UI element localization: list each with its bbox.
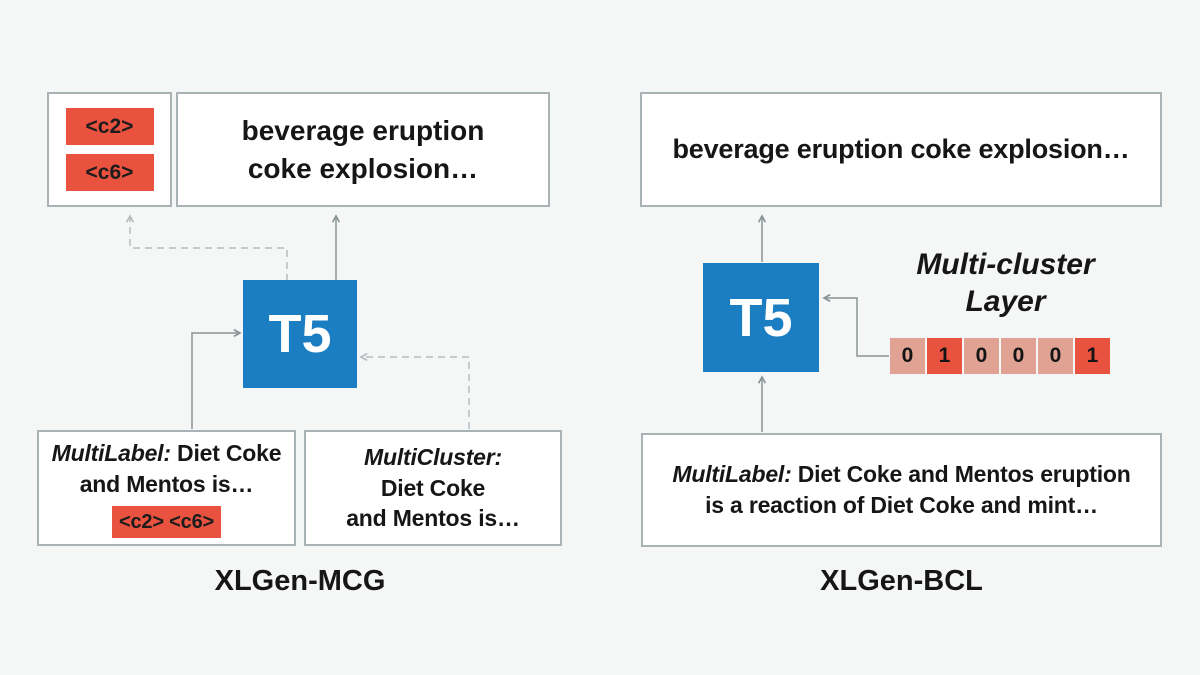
multilabel-input-box-right: MultiLabel: Diet Coke and Mentos eruptio…	[641, 433, 1162, 547]
multilabel-input-box-left: MultiLabel: Diet Coke and Mentos is… <c2…	[37, 430, 296, 546]
multicluster-input-line2: Diet Coke	[380, 474, 486, 501]
t5-label-left: T5	[268, 304, 332, 364]
text-output-box-left: beverage eruption coke explosion…	[176, 92, 550, 207]
text-output-right: beverage eruption coke explosion…	[672, 134, 1130, 164]
multilabel-prefix: MultiLabel:	[51, 439, 171, 466]
vector-cell-0: 0	[890, 338, 925, 374]
cluster-token-c6: <c6>	[65, 154, 154, 191]
arrow-t5-to-cluster-output-dashed	[130, 216, 288, 281]
t5-block-right: T5	[703, 263, 819, 372]
input-cluster-tags: <c2> <c6>	[112, 506, 221, 539]
text-output-left: beverage eruption coke explosion…	[241, 114, 485, 184]
multi-cluster-layer-label: Multi-cluster Layer	[916, 248, 1095, 318]
vector-cell-5: 1	[1075, 338, 1110, 374]
multicluster-input-line3: and Mentos is…	[346, 505, 520, 532]
multicluster-prefix: MultiCluster:	[364, 444, 502, 471]
t5-block-left: T5	[243, 280, 357, 388]
multilabel-input-line2: and Mentos is…	[79, 470, 254, 497]
t5-label-right: T5	[729, 287, 793, 348]
cluster-output-box: <c2> <c6>	[47, 92, 172, 207]
arrow-multicluster-input-to-t5-dashed	[361, 357, 470, 429]
vector-cell-3: 0	[1001, 338, 1036, 374]
multilabel-input-right-line2: is a reaction of Diet Coke and mint…	[705, 492, 1098, 518]
caption-xlgen-bcl: XLGen-BCL	[820, 565, 983, 597]
binary-cluster-vector: 0 1 0 0 0 1	[890, 338, 1110, 374]
vector-cell-4: 0	[1038, 338, 1073, 374]
multilabel-input-right-line1: MultiLabel: Diet Coke and Mentos eruptio…	[672, 461, 1131, 488]
arrow-cluster-vector-to-t5	[824, 298, 889, 357]
multilabel-input-line1: MultiLabel: Diet Coke	[51, 439, 282, 466]
caption-xlgen-mcg: XLGen-MCG	[214, 565, 386, 597]
vector-cell-1: 1	[927, 338, 962, 374]
text-output-box-right: beverage eruption coke explosion…	[640, 92, 1162, 207]
multicluster-input-box: MultiCluster: Diet Coke and Mentos is…	[304, 430, 562, 546]
arrow-multilabel-input-to-t5-left	[191, 333, 240, 429]
cluster-token-c2: <c2>	[65, 108, 154, 145]
vector-cell-2: 0	[964, 338, 999, 374]
multilabel-prefix-right: MultiLabel:	[672, 461, 792, 488]
